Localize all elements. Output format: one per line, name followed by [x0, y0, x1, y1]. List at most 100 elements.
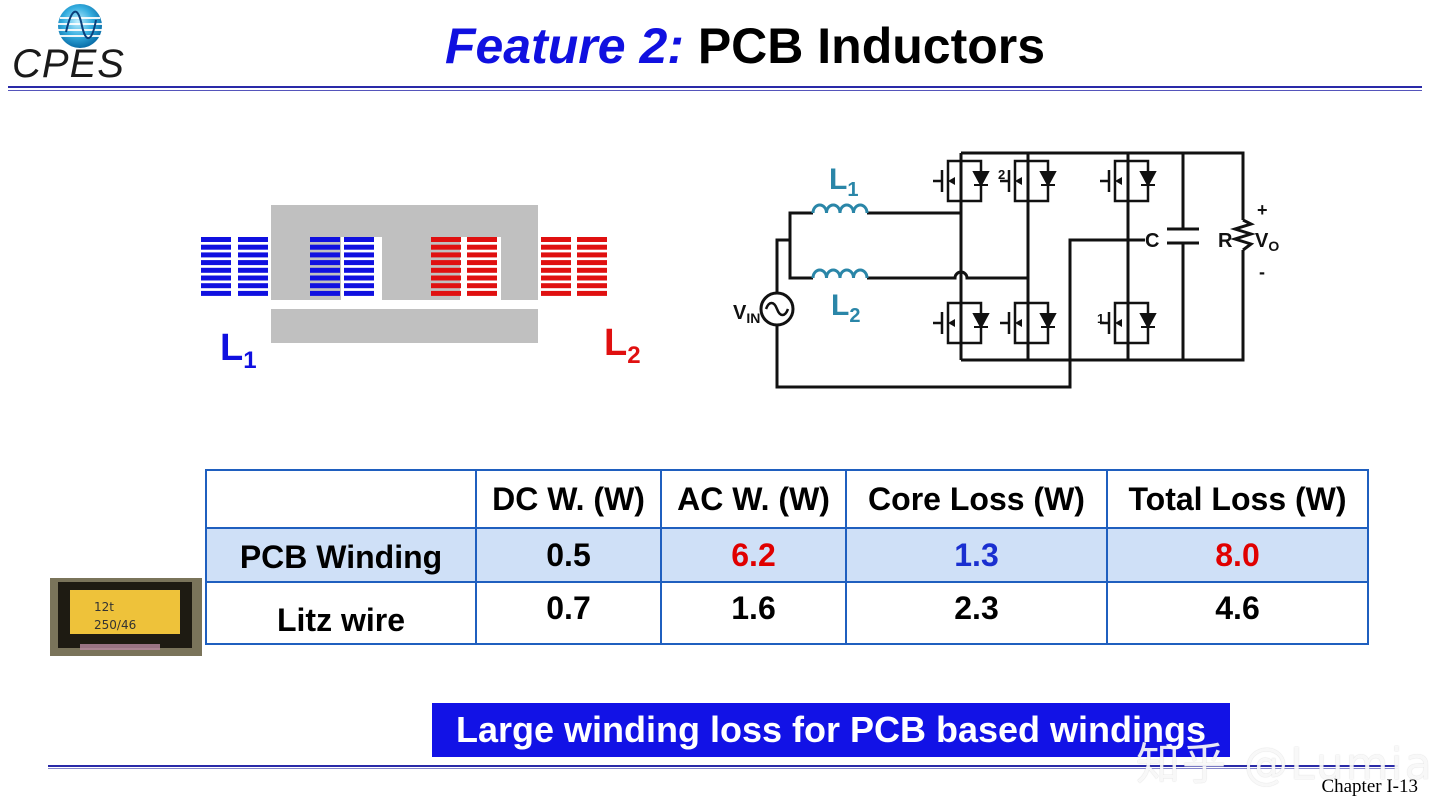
winding-bar-left-outer	[238, 237, 268, 242]
title-accent: Feature 2:	[444, 18, 684, 74]
winding-bar-left-window	[310, 252, 340, 258]
winding-bar-left-window	[344, 244, 374, 250]
photo-note-2: 250/46	[94, 618, 136, 632]
inductor-l1-coil	[811, 203, 869, 214]
winding-bar-right-outer	[541, 283, 571, 289]
winding-bar-left-window	[310, 237, 340, 242]
winding-bar-left-outer	[201, 260, 231, 266]
winding-bar-left-outer	[238, 290, 268, 296]
switches	[933, 159, 1157, 345]
winding-bar-left-outer	[201, 275, 231, 281]
switch-label-1: 1	[1097, 311, 1104, 326]
table-header-cell: AC W. (W)	[660, 469, 847, 529]
title-main: PCB Inductors	[697, 18, 1046, 74]
page-title: Feature 2: PCB Inductors	[0, 14, 1440, 78]
cpes-logo	[58, 4, 102, 48]
table-cell: 4.6	[1106, 581, 1369, 645]
winding-bar-right-window	[467, 237, 497, 242]
winding-bar-left-window	[344, 267, 374, 273]
circuit-label-vin: VIN	[733, 302, 760, 326]
inductor-l2-coil	[811, 268, 869, 279]
winding-bar-right-window	[431, 275, 461, 281]
table-cell: 0.7	[475, 581, 662, 645]
i-core	[271, 309, 538, 343]
winding-bar-right-window	[467, 267, 497, 273]
winding-bar-right-outer	[541, 237, 571, 242]
circuit-wires	[775, 151, 1245, 389]
winding-bar-right-window	[431, 252, 461, 258]
winding-bar-left-window	[310, 275, 340, 281]
circuit-label-minus: -	[1259, 262, 1265, 282]
ac-source-symbol	[759, 291, 795, 327]
mosfet-switch-icon	[1000, 301, 1057, 345]
mosfet-switch-icon	[933, 301, 990, 345]
winding-bar-left-outer	[238, 244, 268, 250]
callout-box	[432, 703, 1230, 757]
winding-bar-left-window	[344, 260, 374, 266]
chapter-label: Chapter I-13	[1321, 776, 1418, 797]
logo-text: CPES	[12, 42, 125, 86]
winding-bar-right-window	[431, 244, 461, 250]
table-header-row: DC W. (W) AC W. (W) Core Loss (W) Total …	[205, 469, 1369, 529]
winding-bar-left-outer	[201, 237, 231, 242]
label-l2: L2	[604, 322, 641, 369]
circuit-schematic: L1 L2 VIN C R VO + - 2 1	[733, 151, 1279, 389]
winding-bar-right-window	[467, 290, 497, 296]
litz-inductor-photo: 12t 250/46	[50, 578, 202, 656]
winding-bar-right-window	[467, 252, 497, 258]
circuit-label-l1: L1	[829, 163, 858, 201]
table-cell: 6.2	[660, 527, 847, 583]
table-row: Litz wire 0.7 1.6 2.3 4.6	[205, 581, 1369, 645]
winding-bar-left-outer	[201, 252, 231, 258]
circuit-label-vo: VO	[1255, 230, 1279, 254]
winding-bar-left-outer	[238, 260, 268, 266]
winding-bar-left-outer	[238, 283, 268, 289]
winding-bar-right-outer	[577, 237, 607, 242]
winding-bar-right-outer	[541, 290, 571, 296]
winding-bar-right-outer	[541, 252, 571, 258]
circuit-label-c: C	[1145, 230, 1159, 252]
winding-bar-right-window	[431, 267, 461, 273]
winding-bar-right-window	[467, 275, 497, 281]
loss-table: DC W. (W) AC W. (W) Core Loss (W) Total …	[205, 469, 1369, 645]
mosfet-switch-icon	[1000, 159, 1057, 203]
winding-bar-left-window	[344, 252, 374, 258]
winding-bar-right-outer	[577, 252, 607, 258]
resistor-symbol	[1229, 218, 1257, 252]
winding-bar-right-window	[431, 260, 461, 266]
winding-bar-right-outer	[541, 260, 571, 266]
mosfet-switch-icon	[933, 159, 990, 203]
winding-bar-left-window	[344, 275, 374, 281]
winding-bar-right-window	[431, 237, 461, 242]
winding-bar-left-outer	[201, 290, 231, 296]
label-l1: L1	[220, 327, 257, 374]
winding-bar-right-window	[467, 244, 497, 250]
winding-bar-right-window	[467, 283, 497, 289]
winding-bar-left-outer	[238, 275, 268, 281]
winding-bar-left-window	[344, 290, 374, 296]
circuit-label-l2: L2	[831, 289, 860, 327]
winding-bar-left-outer	[201, 244, 231, 250]
mosfet-switch-icon	[1100, 301, 1157, 345]
table-cell: 1.3	[845, 527, 1108, 583]
photo-note-1: 12t	[94, 600, 114, 614]
winding-bar-right-outer	[577, 244, 607, 250]
winding-bar-left-window	[310, 260, 340, 266]
table-header-cell: Core Loss (W)	[845, 469, 1108, 529]
winding-bar-left-window	[344, 283, 374, 289]
row-label: Litz wire	[205, 581, 477, 645]
table-header-cell: Total Loss (W)	[1106, 469, 1369, 529]
winding-bar-right-outer	[541, 244, 571, 250]
watermark-text: 知乎 @Lumia	[1136, 739, 1434, 790]
table-cell: 1.6	[660, 581, 847, 645]
winding-bar-left-window	[344, 237, 374, 242]
header-rule-thin	[8, 90, 1422, 91]
winding-bar-right-outer	[541, 275, 571, 281]
winding-bar-right-window	[467, 260, 497, 266]
footer-rule	[48, 765, 1398, 767]
winding-bar-right-outer	[577, 275, 607, 281]
winding-bar-right-outer	[541, 267, 571, 273]
winding-bar-left-outer	[238, 267, 268, 273]
winding-bar-left-window	[310, 267, 340, 273]
capacitor-symbol	[1167, 227, 1199, 245]
